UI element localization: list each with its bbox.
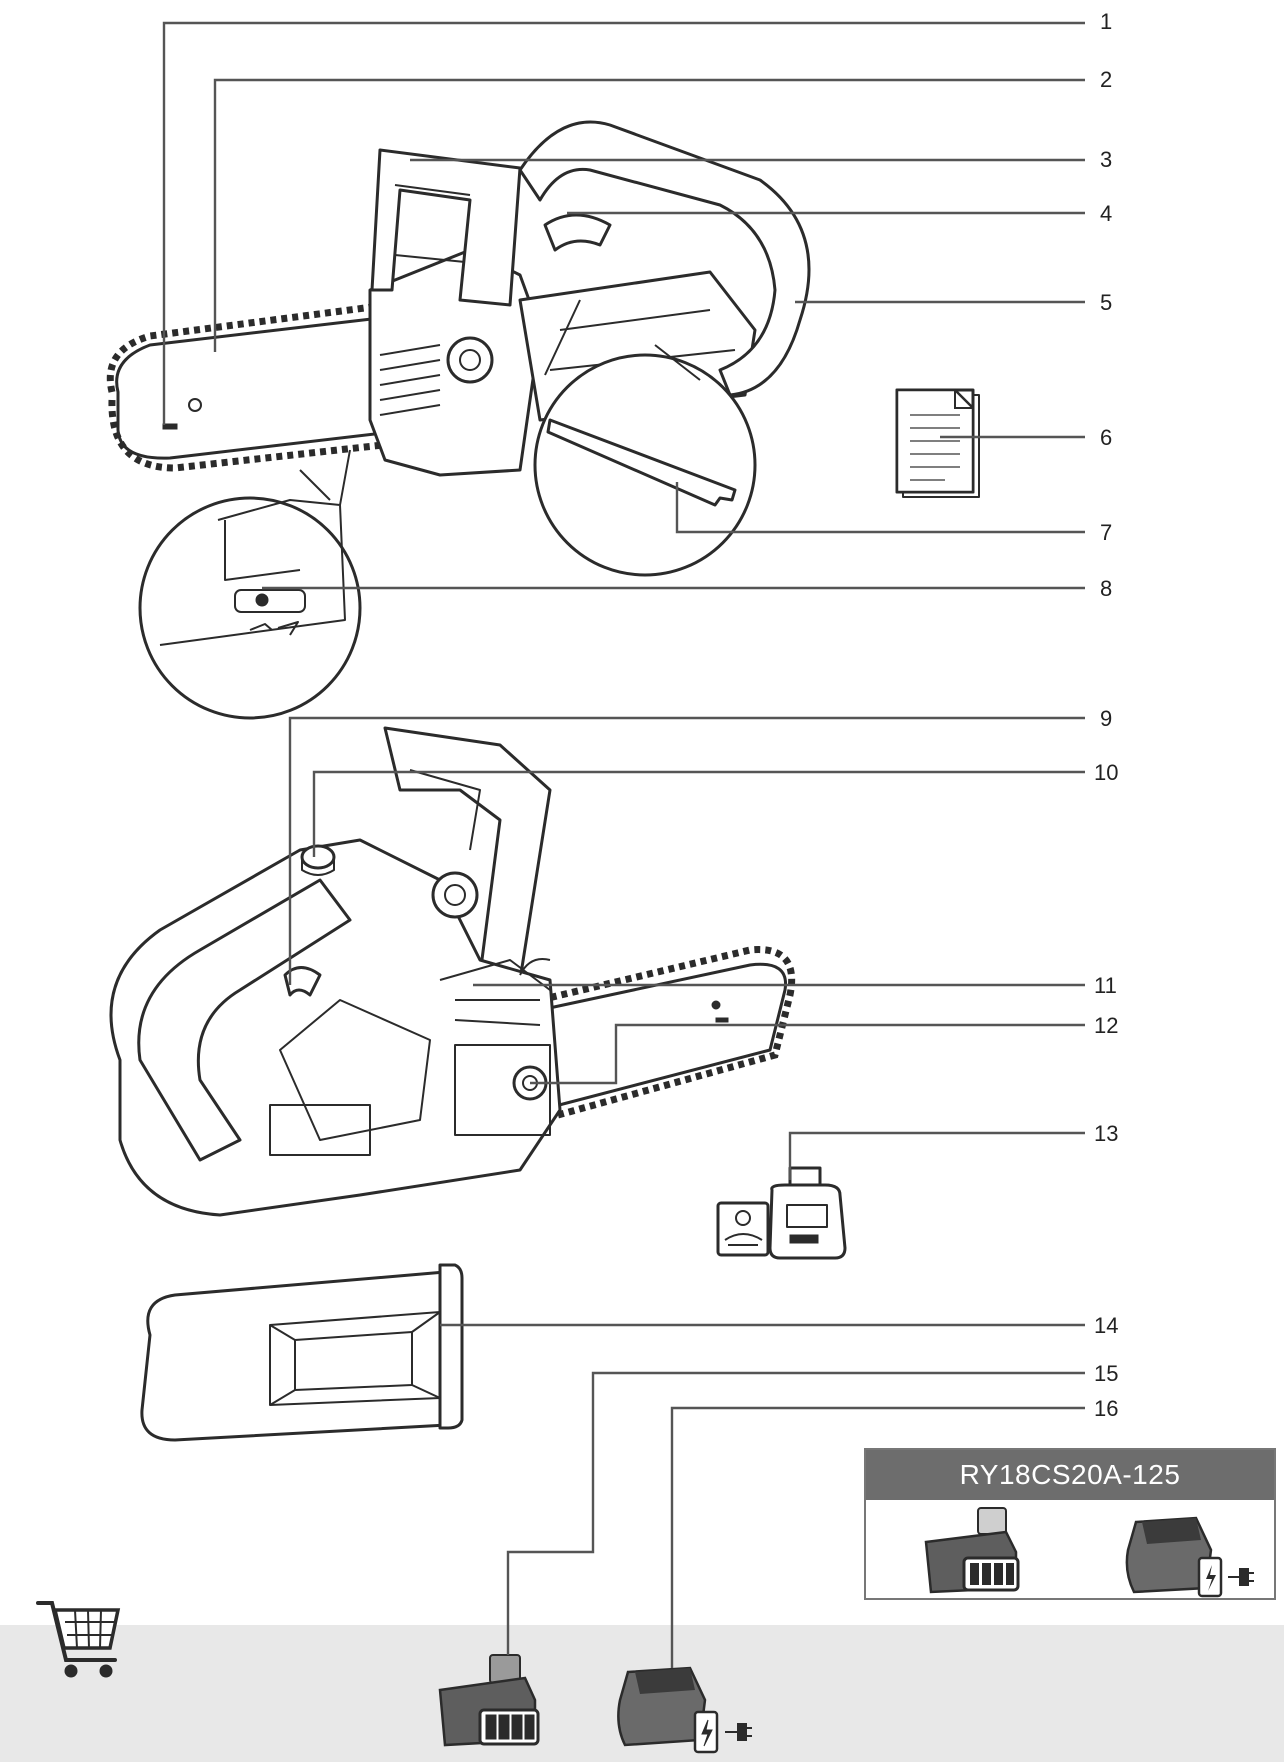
- callout-9: 9: [1100, 706, 1112, 731]
- leader-15: [506, 1371, 1085, 1655]
- callout-11: 11: [1094, 973, 1117, 998]
- bar-cover: [140, 1263, 464, 1442]
- leader-10: [312, 770, 1085, 857]
- chainsaw-side-view: [109, 726, 796, 1217]
- kit-contents-box: RY18CS20A-125: [864, 1448, 1276, 1600]
- chainsaw-top-view: [106, 120, 811, 720]
- kit-model-title: RY18CS20A-125: [866, 1450, 1274, 1500]
- callout-12: 12: [1094, 1013, 1118, 1038]
- callout-7: 7: [1100, 520, 1112, 545]
- callout-1: 1: [1100, 9, 1112, 34]
- callout-10: 10: [1094, 760, 1118, 785]
- callout-2: 2: [1100, 67, 1112, 92]
- kit-charger-icon: [1125, 1516, 1254, 1598]
- callout-15: 15: [1094, 1361, 1118, 1386]
- shopping-cart-icon: [36, 1601, 121, 1678]
- callout-numbers: 1 2 3 4 5 6 7 8 9 10 11 12 13 14 15 16: [1094, 9, 1118, 1421]
- callout-5: 5: [1100, 290, 1112, 315]
- callout-3: 3: [1100, 147, 1112, 172]
- leader-lines: [162, 21, 1085, 1668]
- kit-battery-icon: [924, 1507, 1020, 1594]
- leader-9: [288, 716, 1085, 985]
- callout-13: 13: [1094, 1121, 1118, 1146]
- leader-1: [162, 21, 1085, 425]
- leader-13: [788, 1131, 1085, 1180]
- leader-7: [675, 482, 1085, 534]
- callout-8: 8: [1100, 576, 1112, 601]
- kit-contents-icons: [924, 1507, 1254, 1598]
- charger-icon: [617, 1666, 752, 1754]
- callout-14: 14: [1094, 1313, 1118, 1338]
- leader-2: [213, 78, 1085, 352]
- document-icon: [895, 388, 980, 498]
- leader-12: [530, 1023, 1085, 1085]
- callout-4: 4: [1100, 201, 1112, 226]
- leader-16: [670, 1406, 1085, 1668]
- battery-icon: [438, 1654, 540, 1747]
- oil-bottle-icon: [716, 1166, 847, 1260]
- callout-16: 16: [1094, 1396, 1118, 1421]
- callout-6: 6: [1100, 425, 1112, 450]
